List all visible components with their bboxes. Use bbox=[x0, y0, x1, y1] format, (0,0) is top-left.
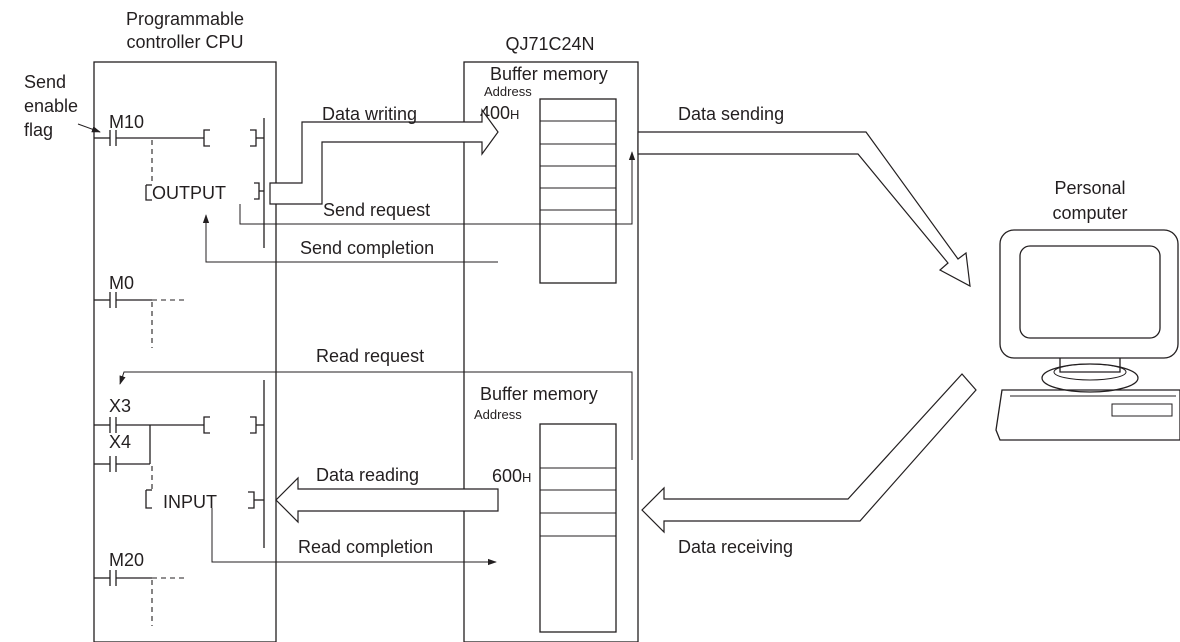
rung-m10: M10 bbox=[94, 112, 264, 186]
pc-title-line1: Personal bbox=[1054, 178, 1125, 198]
data-writing-arrow bbox=[269, 108, 499, 205]
send-flag-line3: flag bbox=[24, 120, 53, 140]
contact-x4-label: X4 bbox=[109, 432, 131, 452]
send-flag-line1: Send bbox=[24, 72, 66, 92]
contact-m20-label: M20 bbox=[109, 550, 144, 570]
plc-title-line1: Programmable bbox=[126, 9, 244, 29]
input-instruction-label: INPUT bbox=[163, 492, 217, 512]
read-completion-label: Read completion bbox=[298, 537, 433, 557]
computer-icon bbox=[995, 229, 1180, 441]
rung-x3-x4: X3 X4 bbox=[94, 396, 264, 491]
data-reading-label: Data reading bbox=[316, 465, 419, 485]
contact-m0-label: M0 bbox=[109, 273, 134, 293]
output-instruction-label: OUTPUT bbox=[152, 183, 226, 203]
contact-x3-label: X3 bbox=[109, 396, 131, 416]
data-sending-arrow bbox=[637, 131, 971, 288]
data-sending-label: Data sending bbox=[678, 104, 784, 124]
send-buffer-title: Buffer memory bbox=[490, 64, 608, 84]
send-completion-label: Send completion bbox=[300, 238, 434, 258]
send-request-label: Send request bbox=[323, 200, 430, 220]
rung-m0: M0 bbox=[94, 273, 188, 348]
read-request-label: Read request bbox=[316, 346, 424, 366]
module-box bbox=[463, 61, 639, 642]
send-flag-line2: enable bbox=[24, 96, 78, 116]
rung-m20: M20 bbox=[94, 550, 188, 626]
receive-address-caption: Address bbox=[474, 407, 522, 422]
contact-m10-label: M10 bbox=[109, 112, 144, 132]
send-flag-arrow bbox=[77, 123, 101, 133]
module-title: QJ71C24N bbox=[505, 34, 594, 54]
read-completion-arrow bbox=[211, 508, 497, 566]
receive-buffer-title: Buffer memory bbox=[480, 384, 598, 404]
plc-box bbox=[93, 61, 277, 642]
send-buffer-block bbox=[539, 98, 617, 284]
pc-title-line2: computer bbox=[1052, 203, 1127, 223]
data-writing-label: Data writing bbox=[322, 104, 417, 124]
output-instruction: OUTPUT bbox=[145, 182, 264, 203]
read-request-arrow bbox=[119, 371, 633, 460]
data-receiving-arrow bbox=[641, 373, 977, 534]
receive-buffer-block bbox=[539, 423, 617, 633]
data-reading-arrow bbox=[275, 476, 499, 524]
send-completion-arrow bbox=[202, 214, 498, 263]
send-request-arrow bbox=[239, 151, 636, 225]
plc-title-line2: controller CPU bbox=[126, 32, 243, 52]
data-receiving-label: Data receiving bbox=[678, 537, 793, 557]
send-address-caption: Address bbox=[484, 84, 532, 99]
input-instruction: INPUT bbox=[145, 490, 264, 512]
receive-address: 600H bbox=[492, 466, 531, 486]
